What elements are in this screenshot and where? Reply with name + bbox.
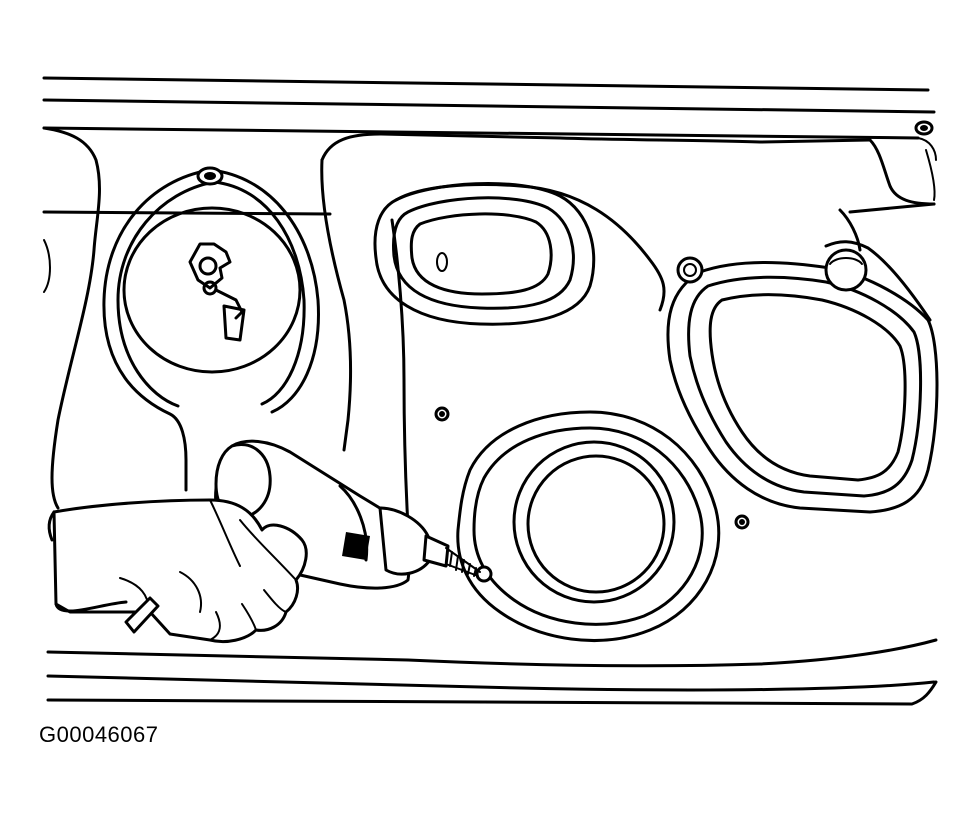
speaker-opening-icon — [456, 410, 721, 642]
door-left-skin — [42, 126, 101, 510]
inner-panel-outline — [390, 183, 936, 562]
panel-fasteners — [434, 120, 934, 530]
handle-opening-icon — [102, 166, 320, 492]
lower-right-opening — [666, 248, 939, 514]
door-top-frame — [42, 76, 937, 201]
door-bottom-edge — [46, 638, 938, 706]
upper-oval-opening — [373, 182, 596, 326]
hand-icon — [47, 498, 308, 644]
figure-id-label: G00046067 — [39, 722, 159, 747]
rivet-icon — [475, 565, 493, 583]
panel-ridge — [42, 132, 936, 452]
